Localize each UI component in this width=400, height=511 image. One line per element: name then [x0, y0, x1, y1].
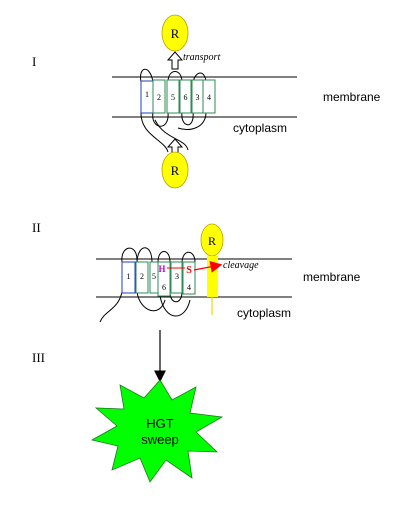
- cytoplasm-label-ii: cytoplasm: [237, 306, 291, 320]
- helix-ii-1-label: 1: [127, 272, 131, 281]
- loop-ii-2-5: [136, 247, 153, 263]
- helix-ii-6: [157, 261, 171, 297]
- helix-4: [202, 79, 216, 114]
- tail-ii-loop: [136, 291, 166, 312]
- receptor-r-bottom-label: R: [171, 163, 180, 178]
- hgt-sweep-burst: [90, 379, 224, 483]
- panel-iii-label: III: [32, 350, 45, 365]
- burst-line-2: sweep: [141, 432, 179, 447]
- helix-1-label: 1: [145, 90, 149, 99]
- loop-ii-5-6: [157, 251, 171, 263]
- residue-h: H: [158, 264, 165, 274]
- panel-ii-label: II: [32, 220, 41, 235]
- helix-2-label: 2: [157, 93, 161, 102]
- loop-1-2: [140, 68, 154, 83]
- helix-5-label: 5: [171, 93, 175, 102]
- helix-ii-6-label: 6: [162, 283, 166, 292]
- panel-i: I R transport 1 2 5 6 3 4: [32, 14, 381, 189]
- helix-ii-3-label: 3: [175, 272, 179, 281]
- loop-ii-3-4: [181, 251, 196, 263]
- panel-ii: II R 1 2 5 6 3 4 H S: [32, 220, 361, 323]
- helix-ii-2-label: 2: [140, 272, 144, 281]
- tail-n-terminal: [140, 111, 169, 153]
- anchor-bar: [207, 256, 218, 297]
- cleavage-arrow-icon: [193, 260, 223, 273]
- helix-2: [152, 79, 166, 114]
- receptor-r-top: [161, 14, 189, 52]
- loop-ii-1-2: [121, 247, 138, 263]
- tail-ii-n-terminal: [99, 291, 123, 323]
- loop-2-5: [152, 111, 169, 127]
- helix-ii-3: [170, 261, 183, 294]
- receptor-r-top-label: R: [171, 26, 180, 41]
- loop-6-3: [181, 111, 194, 126]
- transport-arrow-icon: [166, 51, 184, 70]
- helix-6-label: 6: [184, 93, 188, 102]
- receptor-r-ii-label: R: [208, 234, 216, 248]
- helix-4-label: 4: [207, 93, 211, 102]
- loop-5-6: [167, 71, 183, 83]
- cytoplasm-label-i: cytoplasm: [233, 121, 287, 135]
- residue-s: S: [186, 265, 192, 276]
- helix-ii-4: [182, 261, 196, 295]
- tail-ii-crossing: [159, 295, 191, 317]
- membrane-label-i: membrane: [323, 90, 381, 104]
- helix-ii-4-label: 4: [187, 283, 191, 292]
- helix-ii-5-label: 5: [152, 272, 156, 281]
- receptor-r-bottom: [161, 151, 189, 189]
- cleavage-label: cleavage: [223, 260, 259, 271]
- membrane-label-ii: membrane: [303, 270, 361, 284]
- tail-crossing: [154, 119, 189, 151]
- helix-ii-1: [121, 261, 136, 294]
- transport-label: transport: [183, 52, 220, 63]
- panel-i-label: I: [32, 54, 36, 69]
- loop-3-4: [192, 72, 207, 83]
- panel-iii: III HGT sweep: [32, 330, 224, 483]
- helix-ii-2: [135, 261, 149, 294]
- helix-3-label: 3: [196, 93, 200, 102]
- tail-c-terminal: [177, 111, 207, 130]
- helix-5: [166, 79, 180, 114]
- helix-6: [179, 79, 192, 114]
- burst-line-1: HGT: [146, 416, 174, 431]
